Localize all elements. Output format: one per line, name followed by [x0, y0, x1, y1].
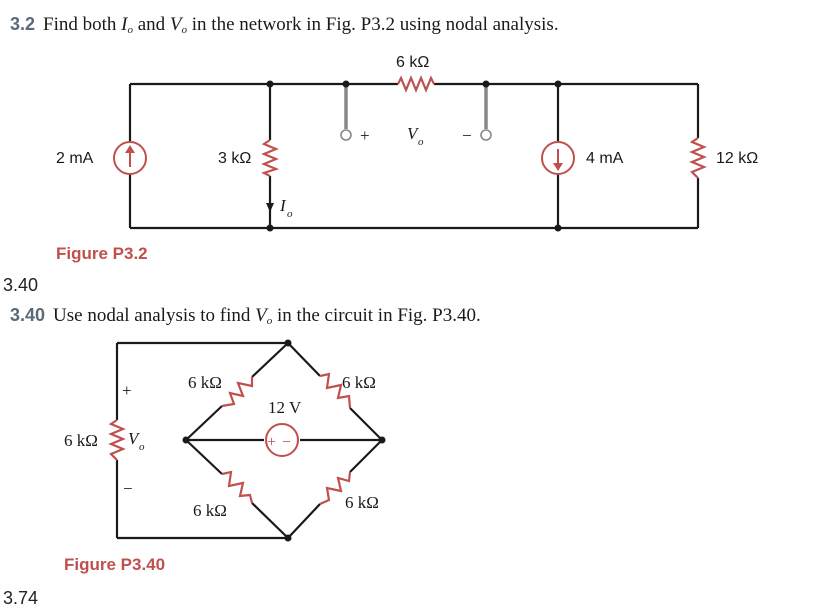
problem-number: 3.2: [10, 14, 36, 34]
current-source-4ma: [541, 141, 575, 175]
label-4ma: 4 mA: [586, 150, 624, 167]
problem-text: Use nodal analysis to find: [53, 305, 256, 326]
label-io: I: [279, 196, 287, 215]
problem-number: 3.40: [10, 305, 46, 325]
source-minus: −: [282, 434, 291, 451]
figure-caption-p3-2: Figure P3.2: [56, 244, 148, 263]
vo-symbol: V: [255, 305, 267, 326]
problem-text: in the network in Fig. P3.2 using nodal …: [187, 14, 559, 35]
label-vo-sub: o: [418, 136, 424, 148]
label-12v: 12 V: [268, 398, 302, 417]
problem-text: in the circuit in Fig. P3.40.: [272, 305, 481, 326]
label-6k-top: 6 kΩ: [396, 54, 429, 71]
label-3k: 3 kΩ: [218, 150, 251, 167]
problem-text: Find both: [43, 14, 122, 35]
label-2ma: 2 mA: [56, 150, 94, 167]
label-r-lower-right: 6 kΩ: [345, 493, 379, 512]
margin-number-3-74: 3.74: [3, 588, 39, 608]
io-arrow: [266, 192, 274, 212]
label-vo-340: V: [128, 429, 141, 448]
label-vo-minus: −: [123, 479, 133, 498]
label-r-left: 6 kΩ: [64, 431, 98, 450]
margin-number-3-40: 3.40: [3, 275, 39, 295]
label-minus: −: [462, 126, 472, 145]
label-io-sub: o: [287, 208, 293, 220]
problem-text: and: [132, 14, 170, 35]
label-vo: V: [407, 124, 420, 143]
source-plus: +: [267, 434, 276, 451]
label-vo-plus: +: [122, 381, 132, 400]
io-subscript: o: [127, 24, 133, 36]
current-source-2ma: [113, 141, 147, 175]
io-symbol: I: [121, 14, 128, 35]
label-r-upper-left: 6 kΩ: [188, 373, 222, 392]
problem-3-40-statement: 3.40 Use nodal analysis to find Vo in the…: [10, 305, 481, 327]
label-vo-340-sub: o: [139, 441, 145, 453]
label-12k: 12 kΩ: [716, 150, 758, 167]
vo-symbol: V: [169, 14, 182, 35]
label-plus: +: [360, 126, 370, 145]
problem-3-2-statement: 3.2 Find both Io and Vo in the network in…: [10, 14, 559, 36]
vo-subscript: o: [181, 24, 188, 36]
vo-subscript: o: [266, 315, 273, 327]
label-r-lower-left: 6 kΩ: [193, 501, 227, 520]
label-r-upper-right: 6 kΩ: [342, 373, 376, 392]
figure-p3-40-circuit: [108, 341, 383, 540]
figure-caption-p3-40: Figure P3.40: [64, 555, 166, 574]
voltage-source-12v: [265, 423, 299, 457]
